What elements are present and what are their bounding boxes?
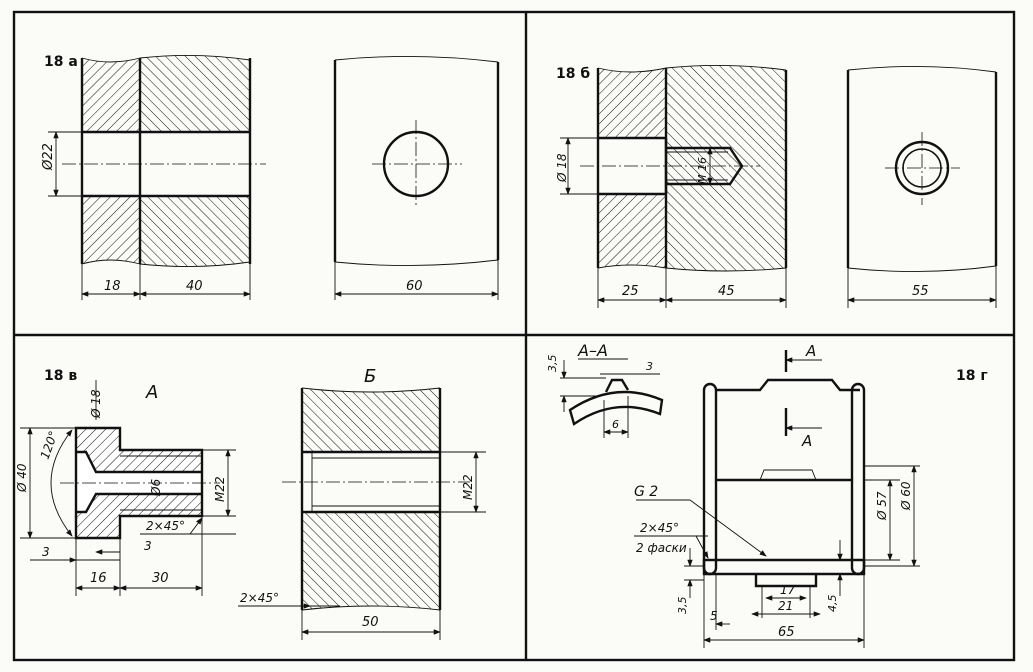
- dim-text: Ø 60: [899, 481, 913, 511]
- dim-text: Ø6: [149, 479, 163, 497]
- dim-text: 40: [186, 279, 203, 294]
- dim-text: 3,5: [546, 355, 559, 373]
- dim-text: 25: [622, 284, 639, 299]
- hatched-region: [598, 194, 666, 268]
- hatched-region: [598, 68, 666, 138]
- dim-text: 18: [104, 279, 121, 294]
- dim-text: 2×45°: [640, 521, 679, 535]
- dim-text: 65: [778, 625, 795, 640]
- dim-text: G 2: [634, 484, 658, 500]
- dim-text: Ø 57: [875, 491, 889, 521]
- panel-18a: 18 а Ø22 18 40: [41, 54, 500, 300]
- cut-label-a: А: [801, 432, 812, 450]
- dim-text: 3: [144, 539, 152, 553]
- hatched-region: [140, 55, 250, 132]
- dim-text: 2×45°: [240, 591, 279, 605]
- view-label-a: А: [145, 382, 158, 403]
- panel-label-18a: 18 а: [44, 54, 78, 70]
- dim-text: 6: [612, 418, 619, 431]
- dim-text: 55: [912, 284, 929, 299]
- dim-text: Ø 40: [15, 463, 29, 493]
- cut-label-a: А: [805, 342, 816, 360]
- dim-text: 120°: [38, 429, 61, 461]
- dim-text: 50: [362, 615, 379, 630]
- panel-18b: 18 б Ø 18 M 16 25 45: [555, 64, 998, 308]
- sheet-frame: [12, 10, 1016, 662]
- dim-text: 4,5: [826, 595, 839, 613]
- panel-label-18b: 18 б: [556, 66, 590, 82]
- dim-text: 2×45°: [146, 519, 185, 533]
- dim-text: M22: [213, 476, 227, 502]
- dim-text: 30: [152, 571, 169, 586]
- dim-text: Ø 18: [555, 153, 569, 183]
- dim-text: 3: [42, 545, 50, 559]
- panel-18v: 18 в А Ø 18 Ø 40 120° Ø6 M22 2×45°: [15, 366, 486, 640]
- dim-text: 60: [406, 279, 423, 294]
- dim-text: M22: [461, 474, 475, 500]
- hatched-region: [302, 388, 440, 452]
- hatched-region: [302, 512, 440, 610]
- dim-text: 2 фаски: [636, 541, 687, 555]
- view-label-b: Б: [364, 366, 376, 387]
- dim-text: Ø22: [41, 143, 56, 171]
- hatched-region: [82, 196, 140, 264]
- dim-text: 21: [778, 599, 793, 613]
- dim-text: 45: [718, 284, 735, 299]
- flange-left: [702, 382, 718, 576]
- hatched-region: [82, 58, 140, 132]
- panel-18g: 18 г А–А 3,5 3 6 А А: [546, 341, 988, 648]
- dim-text: 3,5: [676, 597, 689, 615]
- panel-label-18g: 18 г: [956, 368, 988, 384]
- section-title: А–А: [577, 341, 608, 360]
- hatched-region: [666, 65, 786, 271]
- dim-text: 3: [646, 360, 653, 373]
- panel-label-18v: 18 в: [44, 368, 77, 384]
- hatched-region: [140, 196, 250, 267]
- hatched-region: [702, 558, 866, 576]
- dim-text: 17: [780, 583, 796, 597]
- dim-text: 16: [90, 571, 107, 586]
- dim-text: 5: [710, 609, 718, 623]
- flange-right: [850, 382, 866, 576]
- dim-text: Ø 18: [89, 389, 103, 419]
- dim-text: M 16: [696, 157, 709, 184]
